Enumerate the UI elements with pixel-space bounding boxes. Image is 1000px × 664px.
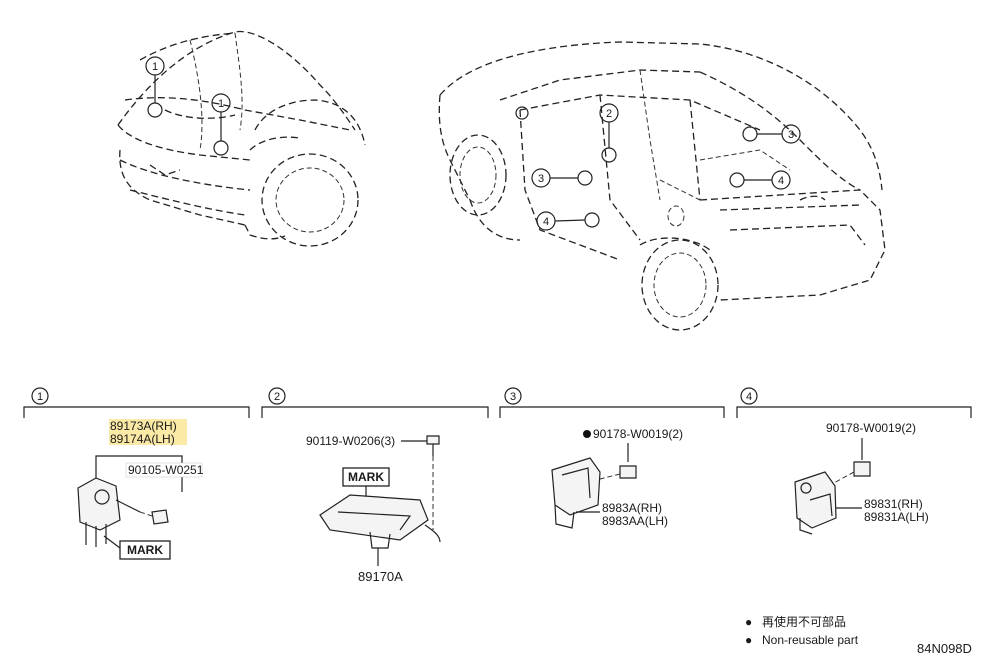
section-header-2: 2 (261, 387, 489, 418)
part-8983a-rh: 8983A(RH) (602, 501, 662, 515)
rear-side-sensor-part (794, 471, 837, 529)
ecu-bolt-icon (426, 435, 440, 445)
bolt-icon (151, 509, 169, 525)
legend-non-reusable-cn: 再使用不可部品 (762, 614, 846, 629)
legend-bullet-1: ● (745, 615, 752, 629)
section-2-airbag-ecu: 90119-W0206(3) MARK 89170A (306, 434, 441, 584)
nut-icon (619, 465, 637, 479)
callout-4-rear-right (771, 170, 791, 190)
part-89174a-lh: 89174A(LH) (110, 432, 175, 446)
mark-label: MARK (127, 543, 163, 557)
callout-2-rear (599, 103, 619, 123)
callout-1-front-right (211, 93, 231, 113)
nut-90178-w0019-a: 90178-W0019(2) (593, 427, 683, 441)
callout-3-rear-right (781, 124, 801, 144)
callout-4-rear-left (536, 211, 556, 231)
section-2-number: 2 (274, 391, 280, 403)
callout-1-front-left (145, 56, 165, 76)
section-3-number: 3 (510, 391, 516, 403)
callout-4-label-b: 4 (778, 175, 784, 187)
part-89831-rh: 89831(RH) (864, 497, 923, 511)
callout-3-label-b: 3 (788, 129, 794, 141)
section-1-front-sensor: 89173A(RH) 89174A(LH) 90105-W0251 MARK (77, 419, 204, 560)
legend: ● 再使用不可部品 ● Non-reusable part (745, 614, 859, 647)
legend-non-reusable-en: Non-reusable part (762, 633, 859, 647)
bolt-90105-w0251: 90105-W0251 (128, 463, 204, 477)
side-sensor-part (551, 457, 601, 516)
section-header-4: 4 (736, 387, 972, 418)
rear-car-illustration: 2 3 4 3 4 (438, 41, 886, 331)
part-number-highlight (109, 419, 187, 445)
section-4-rear-sensor: 90178-W0019(2) 89831(RH) 89831A(LH) (794, 421, 929, 535)
mark-label-2: MARK (348, 470, 384, 484)
section-1-number: 1 (37, 391, 43, 403)
front-car-illustration: 1 1 (117, 30, 366, 247)
callout-1-label: 1 (152, 61, 158, 73)
non-reusable-bullet (583, 430, 591, 438)
callout-3-label: 3 (538, 173, 544, 185)
diagram-code: 84N098D (917, 641, 972, 656)
callout-1-label-b: 1 (218, 98, 224, 110)
legend-bullet-2: ● (745, 633, 752, 647)
part-89831a-lh: 89831A(LH) (864, 510, 929, 524)
mark-label-box (119, 540, 171, 560)
airbag-ecu-part (319, 494, 429, 541)
part-8983aa-lh: 8983AA(LH) (602, 514, 668, 528)
callout-4-label: 4 (543, 216, 549, 228)
part-89173a-rh: 89173A(RH) (110, 419, 177, 433)
section-4-number: 4 (746, 391, 752, 403)
callout-3-rear-left (531, 168, 551, 188)
section-3-side-sensor: 90178-W0019(2) 8983A(RH) 8983AA(LH) (551, 427, 683, 529)
section-header-3: 3 (499, 387, 725, 418)
nut-90178-w0019-b: 90178-W0019(2) (826, 421, 916, 435)
part-89170a: 89170A (358, 569, 403, 584)
front-impact-sensor-part (77, 477, 121, 531)
callout-2-label: 2 (606, 108, 612, 120)
nut-icon-2 (853, 461, 871, 477)
bolt-90119-w0206: 90119-W0206(3) (306, 434, 395, 448)
section-header-1: 1 (23, 387, 250, 418)
